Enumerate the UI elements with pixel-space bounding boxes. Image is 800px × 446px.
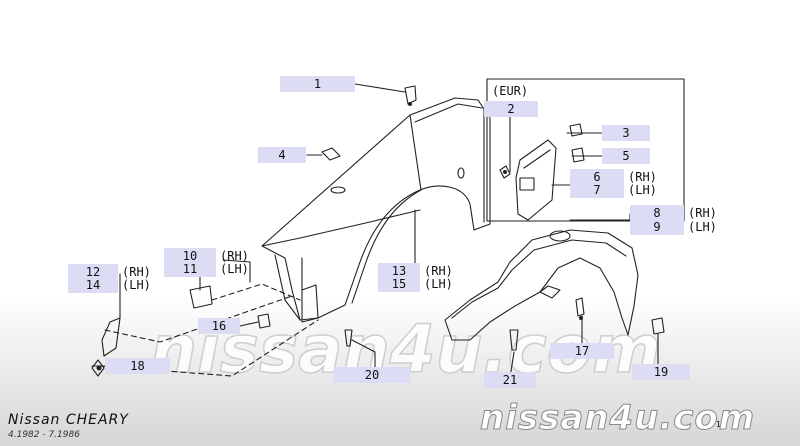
part-label-10[interactable]: 10 [164,248,216,264]
part-label-11[interactable]: 11 [164,261,216,277]
side-rh-8: (RH) [688,206,717,220]
part-label-21[interactable]: 21 [484,372,536,388]
clip-3 [569,123,583,137]
screw-20 [344,329,353,347]
clip-19 [651,317,665,335]
model-name: Nissan CHEARY [8,412,129,428]
side-lh-11: (LH) [220,262,249,276]
dashed-leaders [99,283,319,377]
part-label-8[interactable]: 8 [630,205,684,221]
screw-1 [404,85,417,105]
side-lh-14: (LH) [122,278,151,292]
site-logo: nissan4u.com [479,398,756,439]
part-label-13[interactable]: 13 [378,263,420,279]
part-label-12[interactable]: 12 [68,264,118,280]
part-label-19[interactable]: 19 [632,364,690,380]
side-rh-6: (RH) [628,170,657,184]
part-label-1[interactable]: 1 [280,76,355,92]
side-rh-10: (RH) [220,249,249,263]
clip-17 [575,297,585,317]
wheel-liner [444,229,639,341]
part-label-15[interactable]: 15 [378,276,420,292]
part-label-17[interactable]: 17 [550,343,614,359]
screw-21 [509,329,519,351]
side-rh-13: (RH) [424,264,453,278]
part-label-6[interactable]: 6 [570,169,624,185]
part-label-20[interactable]: 20 [334,367,410,383]
front-fender [261,97,491,323]
side-lh-9: (LH) [688,220,717,234]
side-rh-12: (RH) [122,265,151,279]
eur-inset-box [486,78,685,222]
bracket [189,285,213,309]
side-lh-15: (LH) [424,277,453,291]
part-label-18[interactable]: 18 [105,358,170,374]
clip-4 [321,147,341,161]
clip-16 [257,313,271,329]
model-years: 4.1982 - 7.1986 [8,430,80,440]
part-label-3[interactable]: 3 [602,125,650,141]
part-label-2[interactable]: 2 [484,101,538,117]
page-marker: 1 [716,420,721,429]
part-label-16[interactable]: 16 [198,318,240,334]
clip-5 [571,147,585,163]
side-lh-7: (LH) [628,183,657,197]
eur-inset-title: (EUR) [492,84,529,98]
screw-18 [91,359,105,377]
part-label-9[interactable]: 9 [630,219,684,235]
part-label-5[interactable]: 5 [602,148,650,164]
part-label-7[interactable]: 7 [570,182,624,198]
side-bracket [101,317,121,357]
mud-flap [515,139,557,221]
screw-2 [499,165,511,179]
part-label-4[interactable]: 4 [258,147,306,163]
part-label-14[interactable]: 14 [68,277,118,293]
